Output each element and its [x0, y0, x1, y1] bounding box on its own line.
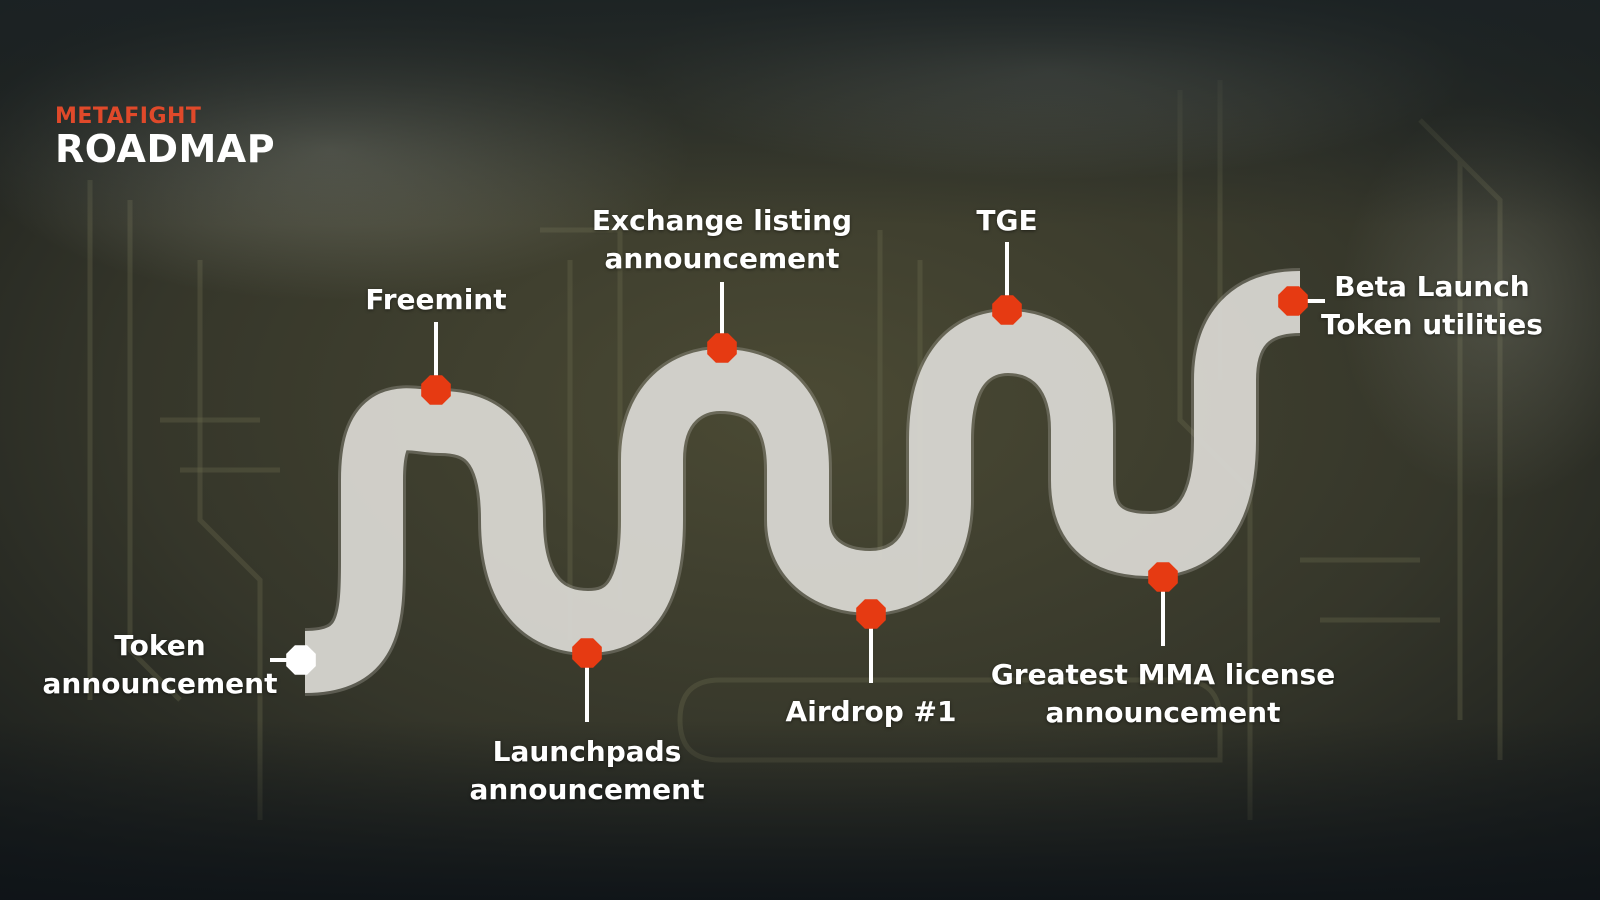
marker-tge	[992, 295, 1022, 325]
marker-exchange	[707, 333, 737, 363]
milestone-label-line: Launchpads	[492, 735, 682, 768]
milestone-label-line: TGE	[976, 204, 1038, 237]
marker-mma	[1148, 562, 1178, 592]
brand-title: METAFIGHT	[55, 104, 202, 129]
milestone-label-line: Beta Launch	[1334, 270, 1530, 303]
milestone-label-airdrop: Airdrop #1	[671, 693, 1071, 731]
milestone-label-line: announcement	[1045, 696, 1281, 729]
brand-subtitle: ROADMAP	[55, 127, 276, 171]
milestone-label-exchange: Exchange listing announcement	[522, 202, 922, 278]
roadmap-heading: METAFIGHT ROADMAP	[55, 104, 276, 171]
milestone-label-line: Token	[114, 629, 206, 662]
milestone-label-line: Greatest MMA license	[990, 658, 1336, 691]
marker-freemint	[421, 375, 451, 405]
milestone-label-freemint: Freemint	[236, 281, 636, 319]
marker-launchpads	[572, 638, 602, 668]
milestone-label-line: announcement	[604, 242, 840, 275]
milestone-label-line: Freemint	[365, 283, 507, 316]
milestone-label-launchpads: Launchpads announcement	[387, 733, 787, 809]
milestone-label-mma: Greatest MMA license announcement	[963, 656, 1363, 732]
roadmap-path	[303, 268, 1302, 696]
milestone-label-line: Airdrop #1	[785, 695, 957, 728]
milestone-label-line: Exchange listing	[591, 204, 853, 237]
road-surface	[303, 271, 1302, 693]
milestone-label-line: Token utilities	[1321, 308, 1543, 341]
milestone-label-tge: TGE	[807, 202, 1207, 240]
milestone-label-line: announcement	[469, 773, 705, 806]
milestone-markers	[286, 286, 1308, 675]
marker-token	[286, 645, 316, 675]
milestone-label-line: announcement	[42, 667, 278, 700]
milestone-label-token: Token announcement	[0, 627, 360, 703]
marker-airdrop	[856, 599, 886, 629]
marker-beta	[1278, 286, 1308, 316]
